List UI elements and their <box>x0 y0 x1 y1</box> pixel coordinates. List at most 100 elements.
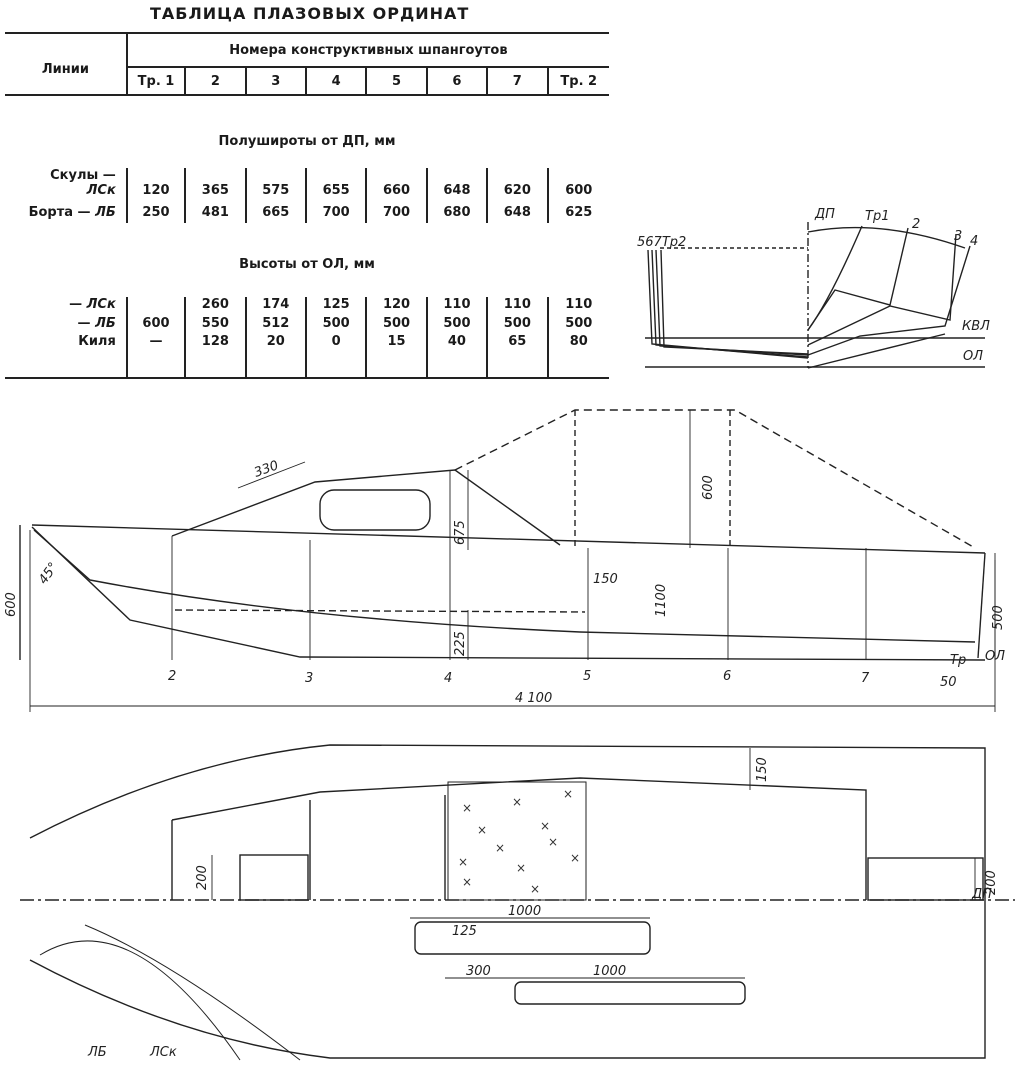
table-title: ТАБЛИЦА ПЛАЗОВЫХ ОРДИНАТ <box>150 4 470 23</box>
plan-dim-1000-a: 1000 <box>508 904 541 919</box>
plan-label-lb: ЛБ <box>87 1045 107 1060</box>
hull-outline <box>29 744 986 1059</box>
cell: 550 <box>184 315 246 334</box>
label-4: 4 <box>970 234 978 249</box>
hatch-mark: × <box>462 801 472 815</box>
cell <box>125 297 186 316</box>
hatch-mark: × <box>495 841 505 855</box>
label-ol: ОЛ <box>985 649 1005 664</box>
hatch-mark: × <box>570 851 580 865</box>
seat-front <box>414 921 651 955</box>
cell: 500 <box>486 315 548 334</box>
cell: 20 <box>244 333 306 380</box>
dim-600-top-text: 600 <box>701 475 716 500</box>
hatch-mark: × <box>563 787 573 801</box>
hatch-mark: × <box>477 823 487 837</box>
station-label: 3 <box>305 671 313 686</box>
station-line <box>660 249 809 355</box>
label-tr1: Тр1 <box>865 209 889 224</box>
label-dp: ДП <box>814 207 835 222</box>
col-header: Тр. 1 <box>125 66 186 96</box>
transom <box>977 552 986 659</box>
station-label: 5 <box>583 669 591 684</box>
station-line <box>807 245 971 356</box>
cell: 655 <box>304 168 367 205</box>
col-header: 4 <box>304 66 367 96</box>
cell: 110 <box>546 297 609 316</box>
row-label: — ЛСк <box>5 297 127 315</box>
cell: 40 <box>425 333 488 380</box>
row-label: — ЛБ <box>5 316 127 334</box>
dim-45-text: 45° <box>36 560 62 587</box>
dim-50-text: 50 <box>940 675 957 690</box>
col-header: 3 <box>244 66 306 96</box>
row-label-b: ЛСк <box>86 183 116 198</box>
cell: — <box>125 333 186 380</box>
cell: 700 <box>365 204 427 224</box>
cell: 665 <box>244 204 306 224</box>
cell: 500 <box>546 315 609 334</box>
plan-label-dp: ДП <box>971 887 992 902</box>
hatch-mark: × <box>462 875 472 889</box>
dim-330 <box>237 461 306 489</box>
cell: 600 <box>546 168 609 205</box>
keel-line <box>31 526 986 661</box>
hatch-mark: × <box>548 835 558 849</box>
transom-seat <box>867 857 984 901</box>
dim-330-text: 330 <box>252 458 280 481</box>
dim-675-text: 675 <box>453 520 468 545</box>
row-label-a: Скулы — <box>50 168 116 183</box>
cell: 625 <box>546 204 609 224</box>
plan-dim-200-right: 200 <box>984 870 999 895</box>
keel-line <box>807 333 946 369</box>
cell: 120 <box>125 168 186 205</box>
station-line <box>651 249 809 358</box>
plan-dim-200-left: 200 <box>195 865 210 890</box>
label-3: 3 <box>954 229 962 244</box>
cell: 500 <box>425 315 488 334</box>
cell: 500 <box>365 315 427 334</box>
hatch-mark: × <box>530 882 540 896</box>
cell: 250 <box>125 204 186 224</box>
col-header: 5 <box>365 66 427 96</box>
sheer-line <box>31 524 986 554</box>
cell: 648 <box>486 204 548 224</box>
hatched-area <box>447 781 587 901</box>
plan-dim-125: 125 <box>452 924 477 939</box>
col-header: 7 <box>486 66 548 96</box>
hatch-mark: × <box>512 795 522 809</box>
cell: 365 <box>184 168 246 205</box>
station-label: 2 <box>168 669 176 684</box>
dim-600-left-text: 600 <box>4 592 19 617</box>
dim-1100-text: 1100 <box>654 584 669 617</box>
station-line <box>807 227 909 331</box>
row-label-a: Борта — <box>28 204 96 220</box>
hatch-mark: × <box>458 855 468 869</box>
row-label: Скулы — ЛСк <box>5 168 127 205</box>
awning-outline <box>454 409 976 549</box>
station-line <box>807 233 957 346</box>
cell: 110 <box>486 297 548 316</box>
line-lb <box>39 940 241 1061</box>
cell: 648 <box>425 168 488 205</box>
dim-500-text: 500 <box>991 605 1006 630</box>
seat-rear <box>514 981 746 1005</box>
cabin-outline <box>171 469 561 546</box>
station-label: 4 <box>444 671 452 686</box>
sheer-line <box>807 226 966 249</box>
cell: 128 <box>184 333 246 380</box>
lines-header: Линии <box>5 32 127 96</box>
cell: 0 <box>304 333 367 380</box>
seat <box>239 854 309 901</box>
cell: 80 <box>546 333 609 380</box>
station-line <box>807 225 863 331</box>
row-label-b: ЛБ <box>95 204 116 220</box>
cell: 110 <box>425 297 488 316</box>
label-2: 2 <box>912 217 920 232</box>
hatch-mark: × <box>516 861 526 875</box>
row-label-a: — <box>69 297 87 313</box>
plan-label-lsk: ЛСк <box>149 1045 177 1060</box>
dim-total-text: 4 100 <box>515 691 552 706</box>
cabin-window <box>319 489 431 531</box>
line-lsk <box>84 924 301 1061</box>
